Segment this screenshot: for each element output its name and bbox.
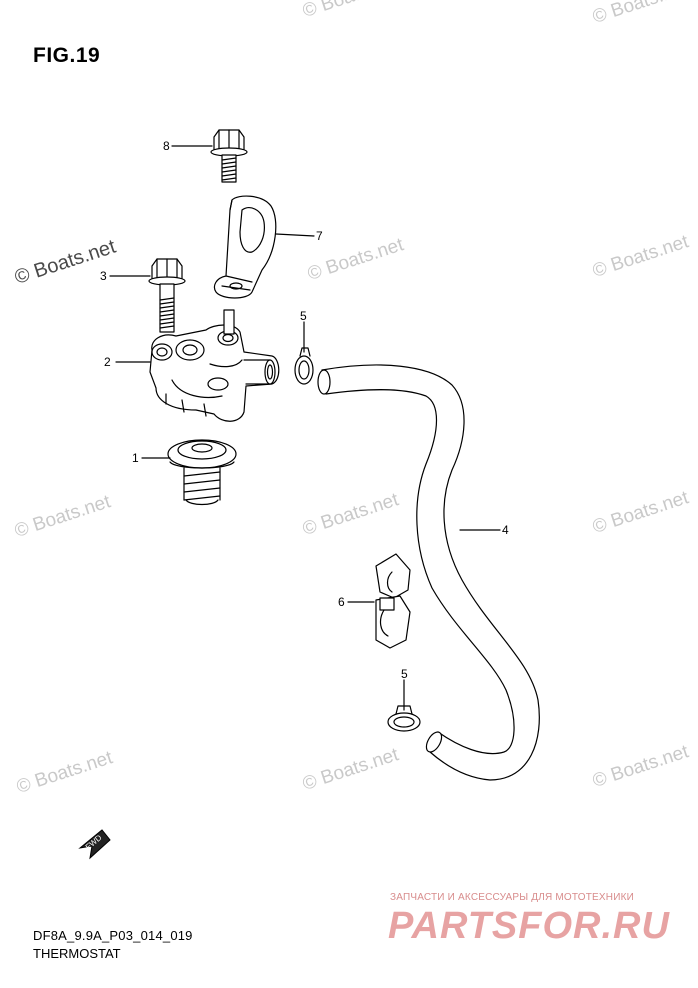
leader-7	[275, 233, 315, 237]
clamp-5-upper-drawing	[294, 347, 314, 385]
part-ref-6: 6	[338, 595, 345, 609]
clip-6-drawing	[375, 553, 411, 649]
diagram-code: DF8A_9.9A_P03_014_019	[33, 928, 193, 943]
part-ref-2: 2	[104, 355, 111, 369]
part-ref-3: 3	[100, 269, 107, 283]
part-ref-7: 7	[316, 229, 323, 243]
thermostat-cover-2-drawing	[149, 309, 280, 422]
bracket-7-drawing	[213, 195, 277, 299]
fwd-arrow-icon	[78, 829, 111, 860]
thermostat-1-drawing	[167, 439, 237, 506]
diagram-name: THERMOSTAT	[33, 946, 121, 961]
part-ref-8: 8	[163, 139, 170, 153]
bolt-8-drawing	[210, 129, 248, 183]
bolt-3-drawing	[148, 258, 186, 333]
clamp-5-lower-drawing	[387, 705, 421, 732]
part-ref-4: 4	[502, 523, 509, 537]
part-ref-5-upper: 5	[300, 309, 307, 323]
figure-title: FIG.19	[33, 44, 101, 67]
hose-4-drawing	[317, 364, 540, 781]
brand-tagline: ЗАПЧАСТИ И АКСЕССУАРЫ ДЛЯ МОТОТЕХНИКИ	[390, 892, 635, 903]
part-ref-5-lower: 5	[401, 667, 408, 681]
part-ref-1: 1	[132, 451, 139, 465]
brand-logo: PARTSFOR.RU	[388, 905, 670, 947]
